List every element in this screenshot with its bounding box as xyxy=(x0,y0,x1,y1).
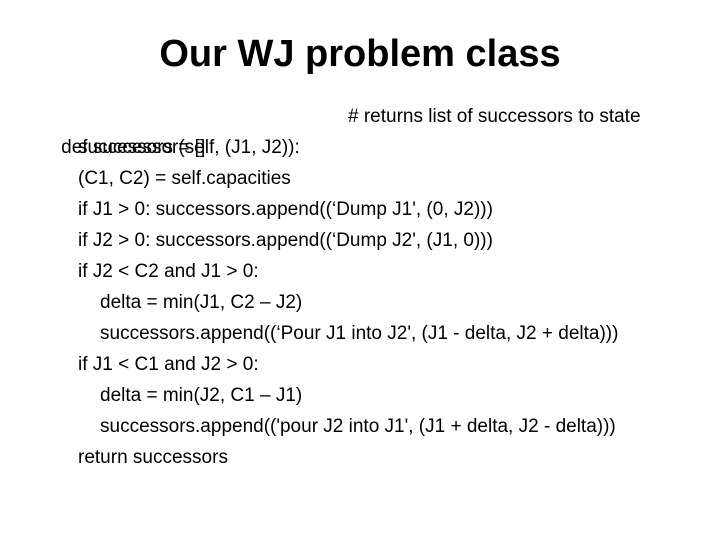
code-line: delta = min(J2, C1 – J1) xyxy=(100,385,303,406)
function-signature: def successor(self, (J1, J2)): xyxy=(61,137,300,158)
code-line: return successors xyxy=(78,447,228,468)
code-line: if J2 > 0: successors.append((‘Dump J2',… xyxy=(78,230,493,251)
code-line: successors.append((‘Pour J1 into J2', (J… xyxy=(100,323,619,344)
code-line: delta = min(J1, C2 – J2) xyxy=(100,292,303,313)
code-comment: # returns list of successors to state xyxy=(348,106,641,127)
code-line: if J2 < C2 and J1 > 0: xyxy=(78,261,259,282)
code-block: def successor(self, (J1, J2)): # returns… xyxy=(40,101,690,473)
code-line: successors.append(('pour J2 into J1', (J… xyxy=(100,416,616,437)
slide-title: Our WJ problem class xyxy=(159,33,561,75)
code-line-signature: def successor(self, (J1, J2)): # returns… xyxy=(40,101,690,158)
code-line: if J1 < C1 and J2 > 0: xyxy=(78,354,259,375)
code-line: if J1 > 0: successors.append((‘Dump J1',… xyxy=(78,199,493,220)
code-line: successors = [] xyxy=(78,137,206,158)
code-line: (C1, C2) = self.capacities xyxy=(78,168,291,189)
